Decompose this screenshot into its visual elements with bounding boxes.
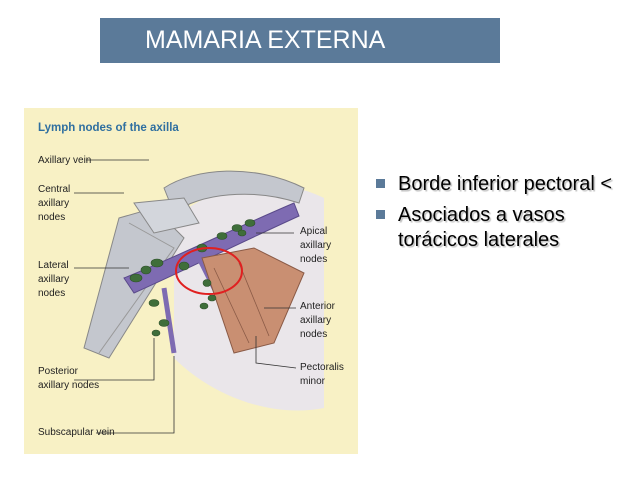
- bullet-text: Borde inferior pectoral <: [398, 173, 613, 195]
- node: [178, 261, 190, 271]
- subscapular-vein-shape: [161, 287, 177, 354]
- slide-title: MAMARIA EXTERNA: [100, 18, 500, 63]
- label-apical-axillary-nodes: Apical axillary nodes: [300, 226, 332, 265]
- node: [231, 224, 243, 232]
- highlight-circle: [175, 247, 243, 295]
- node: [202, 279, 212, 287]
- square-bullet-icon: [376, 179, 385, 188]
- label-subscapular-vein: Subscapular vein: [38, 427, 115, 438]
- node: [140, 265, 152, 275]
- scapula-shape: [133, 197, 200, 234]
- label-lateral-axillary-nodes: Lateral axillary nodes: [38, 260, 70, 299]
- label-anterior-axillary-nodes: Anterior axillary nodes: [300, 301, 336, 340]
- axilla-lymph-nodes-figure: Lymph nodes of the axilla Axillary vein …: [24, 108, 358, 454]
- label-central-axillary-nodes: Central axillary nodes: [38, 184, 71, 223]
- bullet-text: Asociados a vasos torácicos laterales: [398, 204, 565, 251]
- node: [237, 229, 247, 237]
- clavicle-shape: [163, 170, 305, 214]
- label-pectoralis-minor: Pectoralis minor: [300, 362, 344, 387]
- node: [199, 302, 209, 310]
- node: [150, 258, 164, 268]
- bullet-item: Borde inferior pectoral <: [376, 172, 626, 197]
- node: [158, 319, 170, 327]
- leader-lines: [74, 159, 297, 434]
- label-posterior-axillary-nodes: Posterior axillary nodes: [38, 366, 100, 391]
- figure-title: Lymph nodes of the axilla: [38, 122, 179, 134]
- bullet-list: Borde inferior pectoral < Asociados a va…: [376, 172, 626, 259]
- node: [216, 232, 228, 240]
- square-bullet-icon: [376, 210, 385, 219]
- node: [207, 294, 217, 302]
- node: [151, 329, 161, 337]
- axilla-illustration: [74, 159, 324, 434]
- bullet-item: Asociados a vasos torácicos laterales: [376, 203, 626, 253]
- node: [244, 219, 256, 227]
- node: [148, 299, 160, 307]
- label-axillary-vein: Axillary vein: [38, 155, 92, 166]
- node: [129, 273, 143, 283]
